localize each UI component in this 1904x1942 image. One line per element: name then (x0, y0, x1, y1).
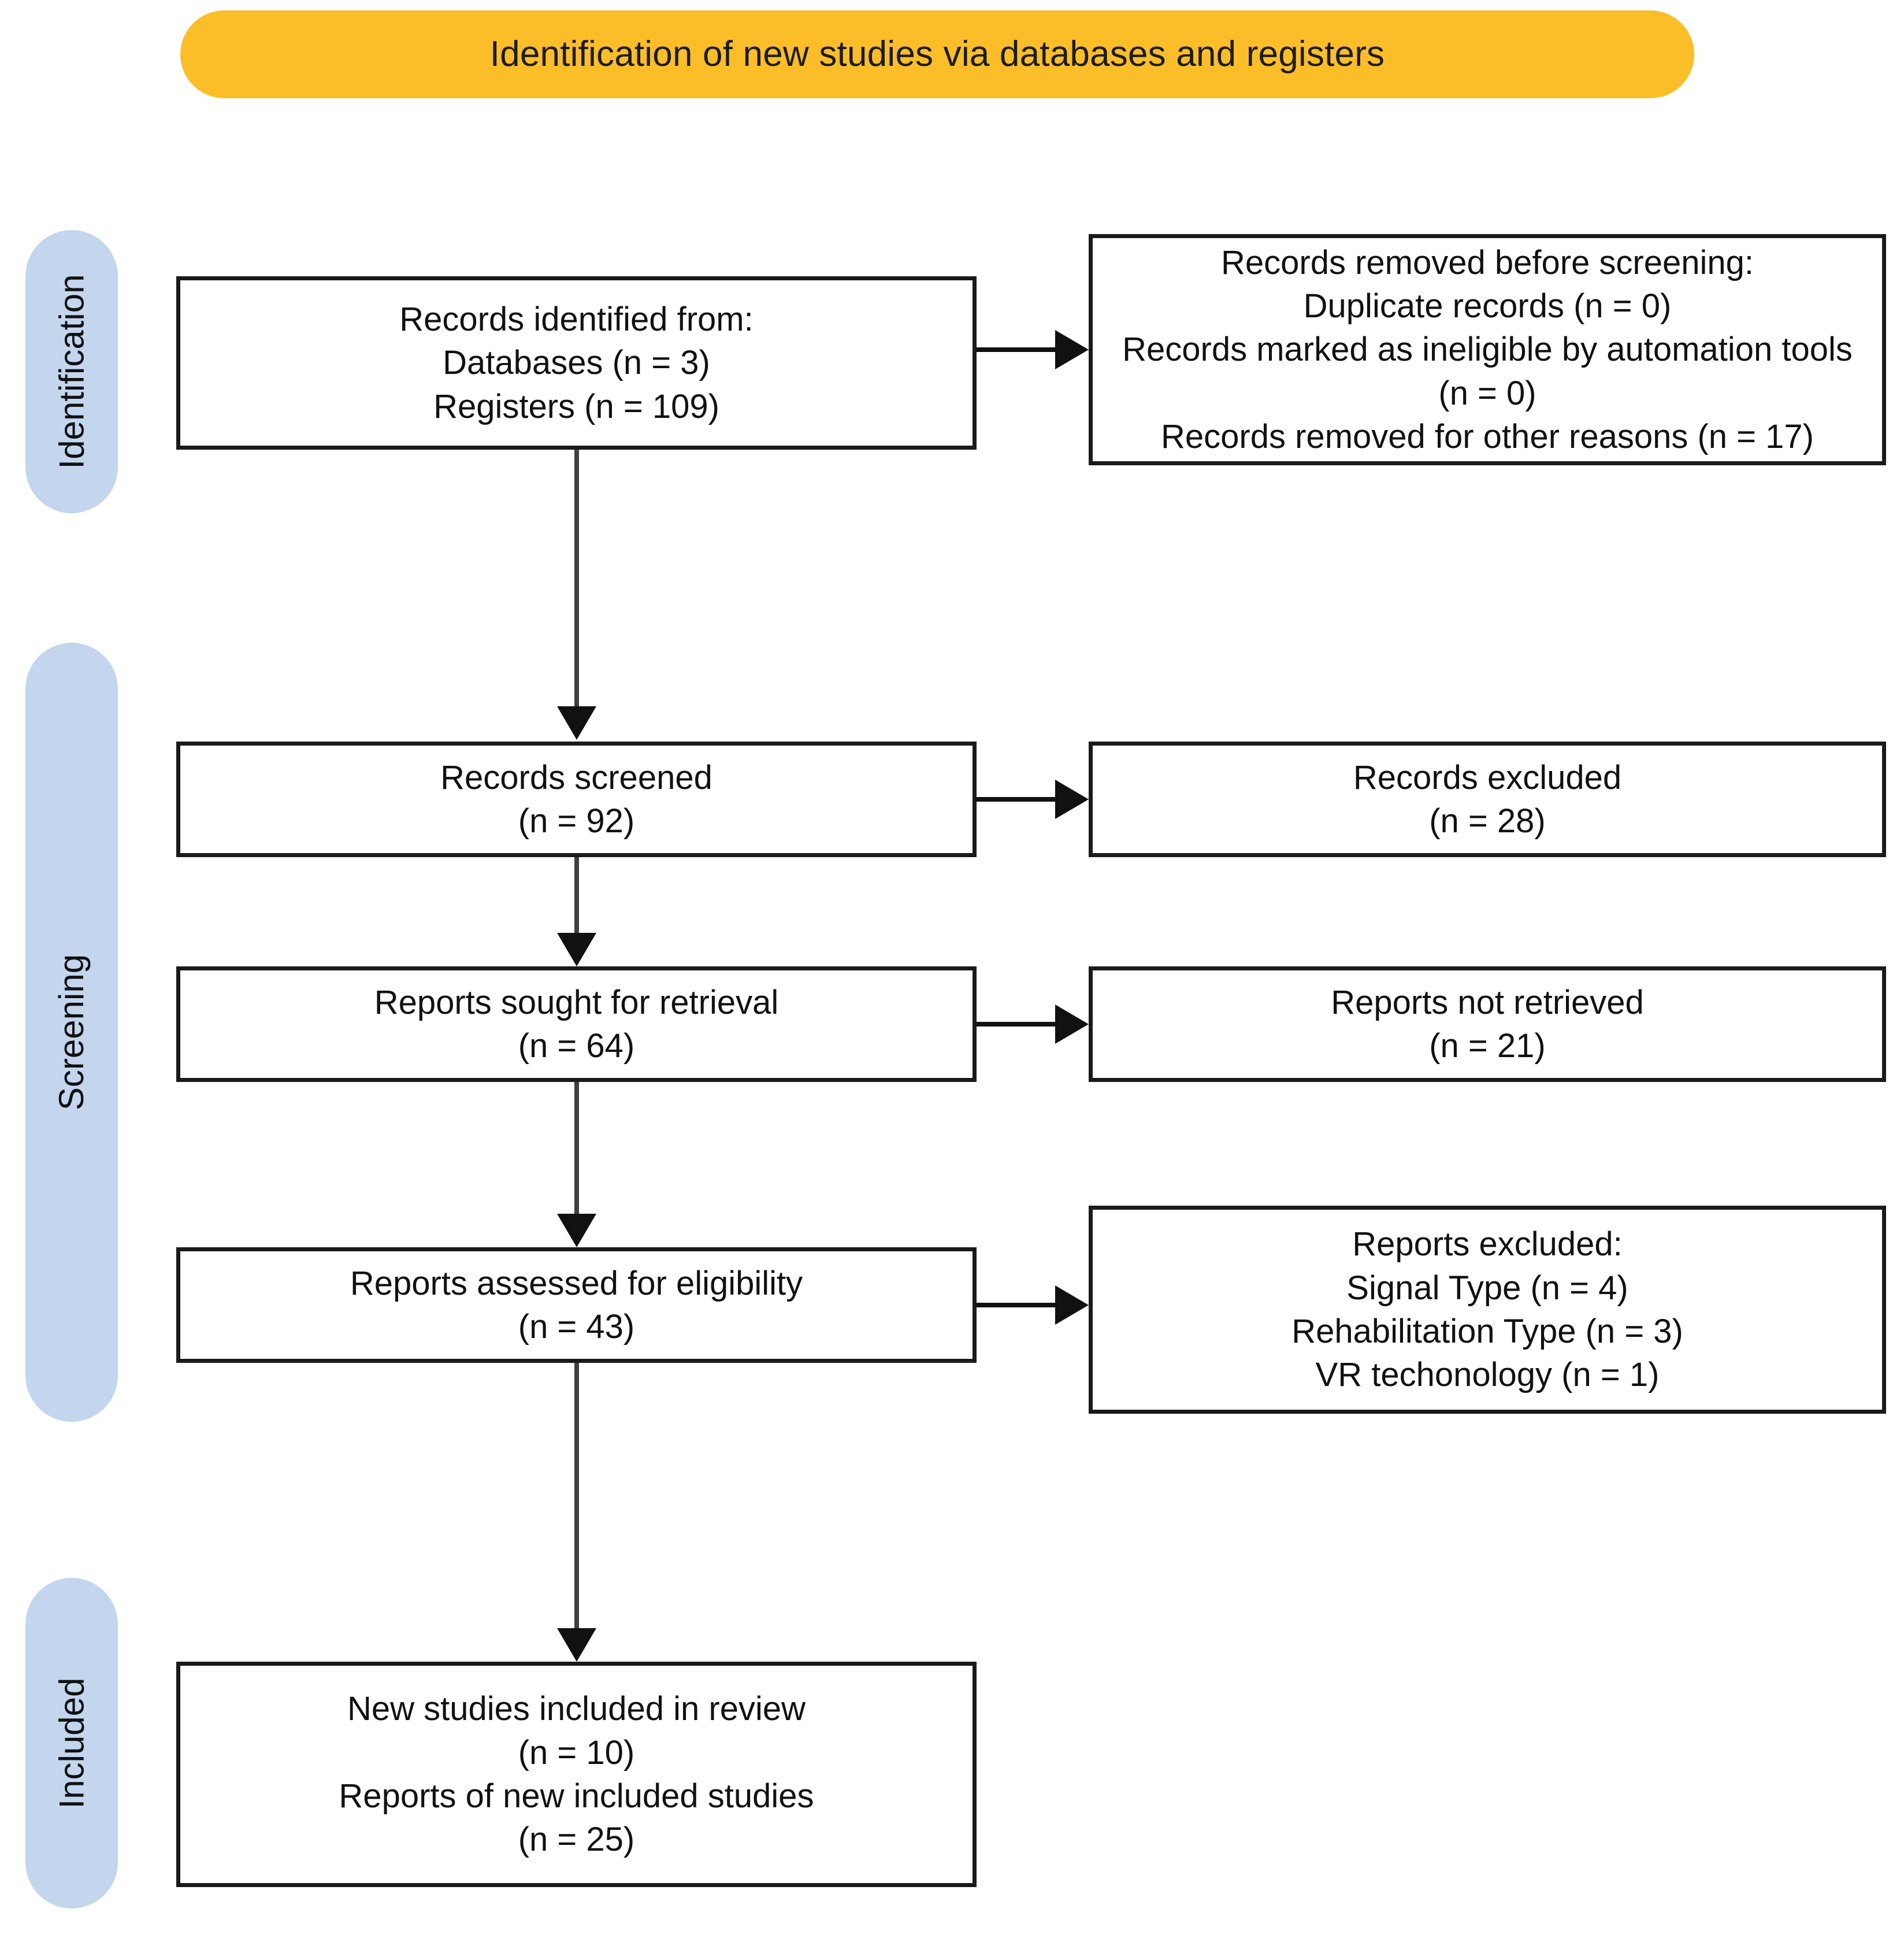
stage-pill-screening: Screening (25, 643, 118, 1422)
box-new-studies-included-text: New studies included in review (n = 10) … (339, 1690, 814, 1859)
stage-label-screening: Screening (52, 954, 91, 1111)
box-new-studies-included: New studies included in review (n = 10) … (176, 1662, 977, 1887)
box-reports-assessed-for-eligibility: Reports assessed for eligibility (n = 43… (176, 1247, 977, 1363)
box-records-excluded: Records excluded (n = 28) (1089, 742, 1886, 857)
arrowhead-right-identified-to-removed (1055, 330, 1089, 369)
box-records-identified-text: Records identified from: Databases (n = … (399, 300, 754, 425)
arrowhead-down-assessed-to-included (557, 1628, 596, 1662)
connector-line-sought-to-not-retrieved (977, 1022, 1057, 1026)
box-records-screened: Records screened (n = 92) (176, 742, 977, 857)
box-records-removed-before-screening: Records removed before screening: Duplic… (1089, 234, 1886, 465)
stage-label-included: Included (52, 1677, 91, 1809)
arrowhead-right-screened-to-excluded (1055, 780, 1089, 819)
box-reports-not-retrieved: Reports not retrieved (n = 21) (1089, 966, 1886, 1082)
page-title: Identification of new studies via databa… (489, 34, 1385, 74)
connector-line-screened-to-sought (574, 857, 579, 935)
box-reports-excluded: Reports excluded: Signal Type (n = 4) Re… (1089, 1206, 1886, 1414)
stage-label-identification: Identification (52, 274, 91, 469)
box-reports-sought-text: Reports sought for retrieval (n = 64) (374, 983, 779, 1065)
box-records-screened-text: Records screened (n = 92) (440, 758, 712, 840)
box-records-identified: Records identified from: Databases (n = … (176, 276, 977, 450)
diagram-header-banner: Identification of new studies via databa… (180, 10, 1694, 98)
connector-line-assessed-to-included (574, 1363, 579, 1630)
arrowhead-down-identified-to-screened (557, 706, 596, 740)
connector-line-sought-to-assessed (574, 1082, 579, 1215)
stage-pill-included: Included (25, 1578, 118, 1908)
box-records-excluded-text: Records excluded (n = 28) (1353, 758, 1622, 840)
box-reports-sought-for-retrieval: Reports sought for retrieval (n = 64) (176, 966, 977, 1082)
arrowhead-right-assessed-to-reports-excluded (1055, 1285, 1089, 1325)
connector-line-assessed-to-reports-excluded (977, 1303, 1057, 1307)
connector-line-screened-to-excluded (977, 797, 1057, 802)
box-reports-not-retrieved-text: Reports not retrieved (n = 21) (1331, 983, 1644, 1065)
connector-line-identified-to-screened (574, 450, 579, 710)
box-records-removed-text: Records removed before screening: Duplic… (1122, 243, 1853, 456)
connector-line-identified-to-removed (977, 347, 1057, 352)
arrowhead-right-sought-to-not-retrieved (1055, 1005, 1089, 1044)
stage-pill-identification: Identification (25, 230, 118, 513)
arrowhead-down-screened-to-sought (557, 933, 596, 966)
box-reports-excluded-text: Reports excluded: Signal Type (n = 4) Re… (1291, 1225, 1683, 1394)
arrowhead-down-sought-to-assessed (557, 1214, 596, 1247)
box-reports-assessed-text: Reports assessed for eligibility (n = 43… (350, 1264, 803, 1346)
